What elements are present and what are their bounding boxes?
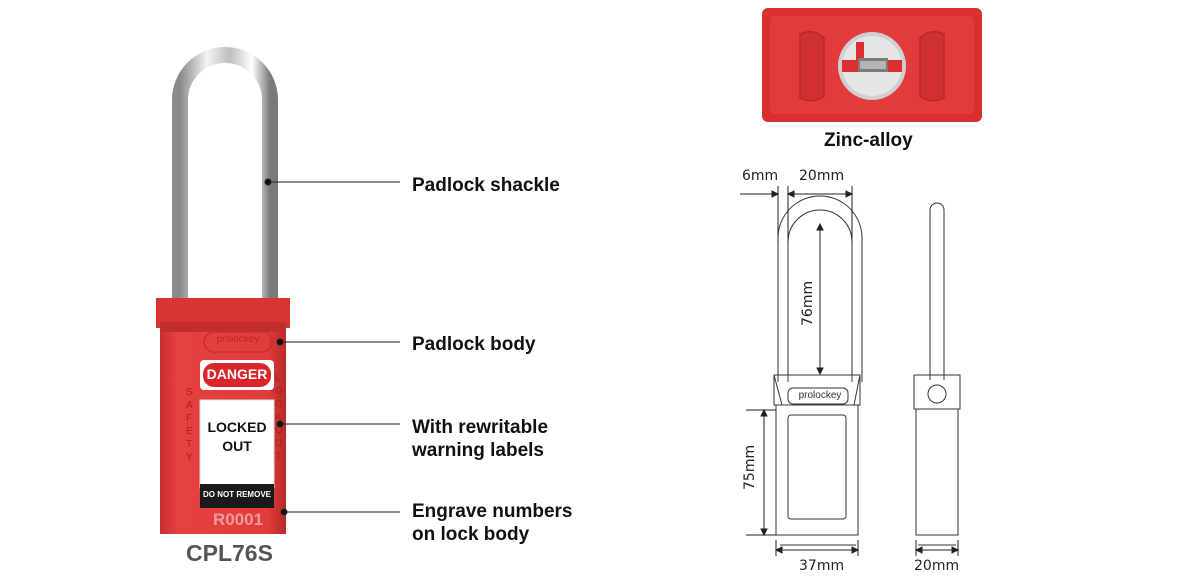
dim-body-width: 37mm	[799, 558, 845, 574]
callout-leaders	[264, 178, 400, 516]
side-text-lockout: LOCKOUT	[275, 373, 283, 462]
key-cylinder-view	[762, 8, 982, 122]
warning-label	[199, 399, 275, 489]
dim-shackle-clearance-height: 76mm	[800, 280, 816, 326]
dim-shackle-diameter: 6mm	[742, 168, 779, 184]
locked-out-text-line1: LOCKED	[207, 419, 267, 435]
callout-engrave-line1: Engrave numbers	[412, 501, 573, 522]
callout-padlock-body: Padlock body	[412, 334, 536, 355]
drawing-brand-mark: prolockey	[798, 390, 842, 401]
callout-warning-labels: With rewritable warning labels	[412, 416, 548, 462]
dim-shackle-clearance-width: 20mm	[799, 168, 845, 184]
callout-engrave-numbers: Engrave numbers on lock body	[412, 500, 573, 546]
padlock-illustration	[156, 47, 290, 534]
dim-body-height: 75mm	[742, 444, 758, 490]
locked-out-text-line2: OUT	[222, 438, 252, 454]
material-label: Zinc-alloy	[824, 130, 913, 151]
callout-warning-labels-line1: With rewritable	[412, 417, 549, 438]
model-label: CPL76S	[186, 540, 273, 566]
callout-padlock-shackle: Padlock shackle	[412, 175, 560, 196]
padlock-shackle	[172, 47, 278, 302]
padlock-brand-emboss: prolockey	[216, 334, 260, 345]
side-text-safety: SAFETY	[186, 387, 193, 463]
dim-body-thickness: 20mm	[914, 558, 960, 574]
engraved-number: R0001	[212, 510, 264, 529]
callout-engrave-line2: on lock body	[412, 524, 530, 545]
danger-tag: DANGER	[206, 366, 268, 382]
do-not-remove-text: DO NOT REMOVE	[202, 490, 271, 499]
callout-warning-labels-line2: warning labels	[412, 440, 544, 461]
technical-drawing	[740, 186, 961, 556]
